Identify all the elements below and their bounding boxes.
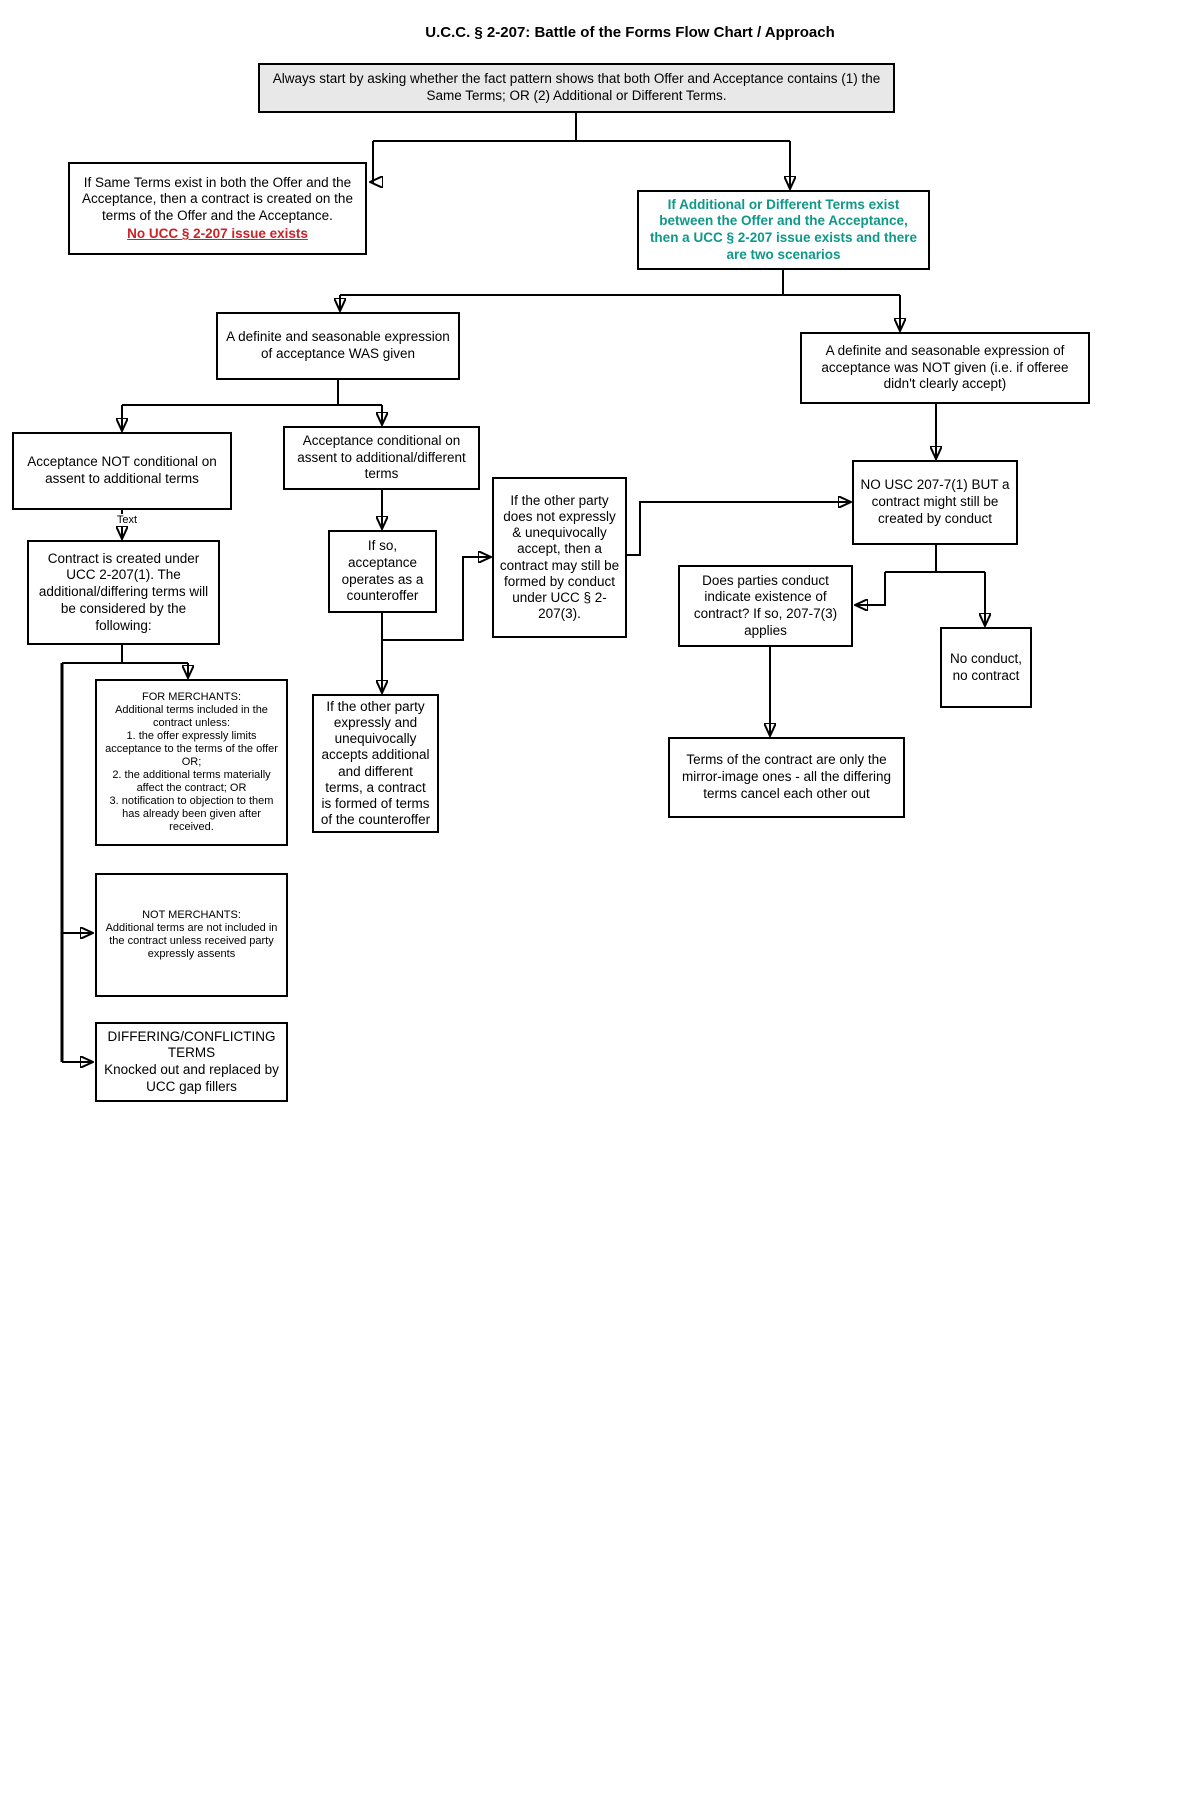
node-mirror-image-text: Terms of the contract are only the mirro…	[681, 752, 892, 801]
node-differing-text: DIFFERING/CONFLICTING TERMS Knocked out …	[104, 1028, 279, 1094]
node-contract-created-text: Contract is created under UCC 2-207(1). …	[38, 550, 209, 633]
edge-label-text: Text	[106, 514, 148, 526]
node-contract-created: Contract is created under UCC 2-207(1). …	[27, 540, 220, 645]
node-no-usc: NO USC 207-7(1) BUT a contract might sti…	[852, 460, 1018, 545]
node-for-merchants: FOR MERCHANTS: Additional terms included…	[95, 679, 288, 846]
node-same-terms-text: If Same Terms exist in both the Offer an…	[82, 174, 353, 223]
node-counteroffer: If so, acceptance operates as a countero…	[328, 530, 437, 613]
node-no-conduct: No conduct, no contract	[940, 627, 1032, 708]
node-diff-terms-text: If Additional or Different Terms exist b…	[649, 196, 918, 262]
node-conditional-text: Acceptance conditional on assent to addi…	[297, 432, 466, 482]
connector-to-same-terms	[371, 141, 373, 182]
node-differing: DIFFERING/CONFLICTING TERMS Knocked out …	[95, 1022, 288, 1102]
node-not-merchants-text: NOT MERCHANTS: Additional terms are not …	[105, 909, 278, 960]
node-mirror-image: Terms of the contract are only the mirro…	[668, 737, 905, 818]
node-not-given: A definite and seasonable expression of …	[800, 332, 1090, 404]
node-conditional: Acceptance conditional on assent to addi…	[283, 426, 480, 490]
node-not-conditional-text: Acceptance NOT conditional on assent to …	[27, 454, 217, 486]
node-conduct-question: Does parties conduct indicate existence …	[678, 565, 853, 647]
node-not-given-text: A definite and seasonable expression of …	[821, 342, 1069, 392]
connector-counteroffer-to-no-express	[381, 557, 490, 641]
node-express-accept-text: If the other party expressly and unequiv…	[320, 698, 431, 828]
node-was-given: A definite and seasonable expression of …	[216, 312, 460, 380]
node-start-text: Always start by asking whether the fact …	[272, 71, 881, 103]
node-no-express-accept-text: If the other party does not expressly & …	[499, 492, 620, 622]
node-no-usc-text: NO USC 207-7(1) BUT a contract might sti…	[860, 477, 1010, 526]
node-start: Always start by asking whether the fact …	[258, 63, 895, 113]
node-no-conduct-text: No conduct, no contract	[949, 650, 1023, 683]
node-same-terms-highlight: No UCC § 2-207 issue exists	[127, 225, 308, 241]
connector-no-express-to-no-usc	[627, 502, 850, 556]
node-diff-terms: If Additional or Different Terms exist b…	[637, 190, 930, 270]
node-not-merchants: NOT MERCHANTS: Additional terms are not …	[95, 873, 288, 997]
node-counteroffer-text: If so, acceptance operates as a countero…	[341, 538, 424, 604]
node-not-conditional: Acceptance NOT conditional on assent to …	[12, 432, 232, 510]
node-for-merchants-text: FOR MERCHANTS: Additional terms included…	[105, 691, 278, 833]
connector-to-conduct-question	[856, 572, 886, 605]
node-express-accept: If the other party expressly and unequiv…	[312, 694, 439, 833]
node-conduct-question-text: Does parties conduct indicate existence …	[693, 572, 838, 638]
node-no-express-accept: If the other party does not expressly & …	[492, 477, 627, 638]
page-title: U.C.C. § 2-207: Battle of the Forms Flow…	[425, 24, 835, 41]
node-was-given-text: A definite and seasonable expression of …	[226, 329, 450, 361]
node-same-terms: If Same Terms exist in both the Offer an…	[68, 162, 367, 255]
